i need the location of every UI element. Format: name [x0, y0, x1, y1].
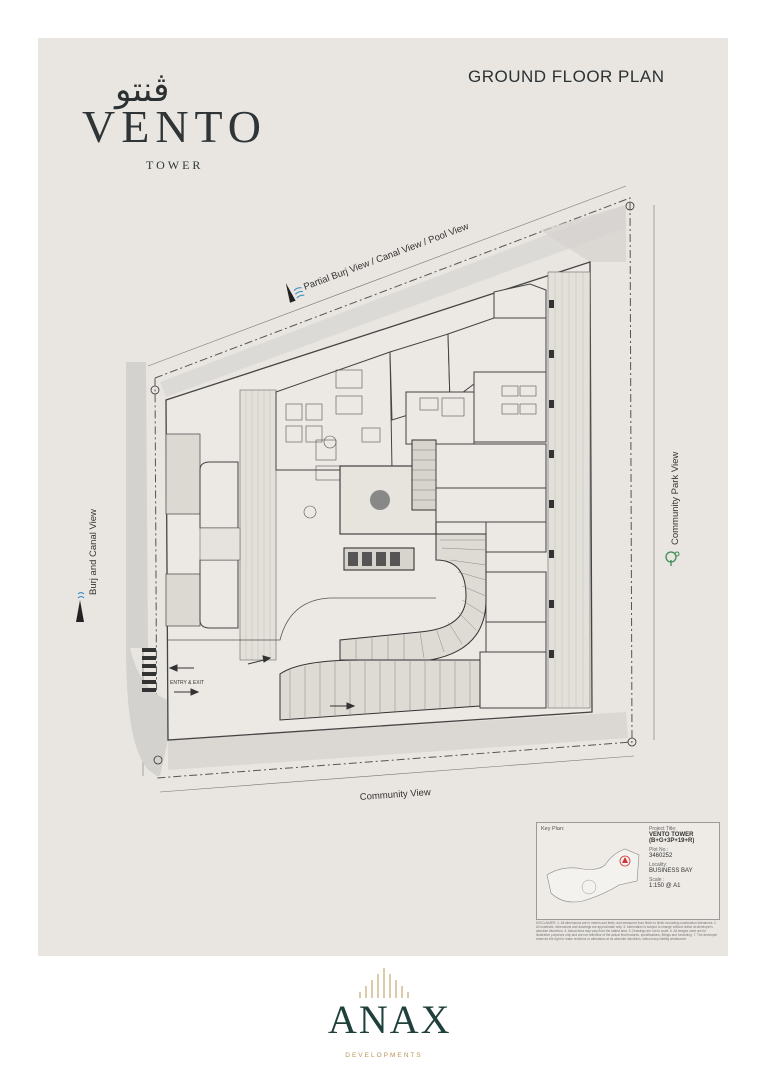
footer-logo-name: ANAX [328, 997, 452, 1042]
lobby-feature [370, 490, 390, 510]
landscape-southwest [126, 648, 168, 776]
service-rooms [405, 391, 475, 445]
locality: BUSINESS BAY [649, 868, 693, 874]
retail-east-1 [435, 443, 547, 489]
room-east-5 [485, 621, 547, 653]
project-title-label: Project Title: [649, 826, 677, 832]
landscape-south [168, 712, 628, 770]
project-info-box: Key Plan: Project Title: VENTO TOWER (B+… [536, 822, 720, 920]
arabic-brand-name: ڤنتو [115, 70, 170, 110]
room-east-4 [485, 571, 547, 623]
plot-boundary [154, 197, 633, 779]
tree-icon [665, 551, 680, 566]
north-dimension-line [147, 185, 627, 367]
room-east-6 [479, 651, 547, 709]
scale: 1:150 @ A1 [649, 883, 681, 889]
project-title: VENTO TOWER [649, 832, 694, 838]
disclaimer-text: DISCLAIMER: 1. All dimensions are in met… [536, 921, 718, 941]
burj-icon [285, 282, 305, 303]
brand-name: VENTO [82, 101, 268, 152]
pedestrian-crossing [142, 648, 156, 692]
unit-west-2 [199, 559, 239, 629]
info-column: Project Title: VENTO TOWER (B+G+3P+19+R)… [649, 826, 717, 892]
footer-logo-sub: DEVELOPMENTS [345, 1052, 423, 1059]
gym-room [473, 371, 547, 443]
south-dimension-line [159, 755, 635, 793]
key-plan-label: Key Plan: [541, 826, 565, 832]
project-subtitle: (B+G+3P+19+R) [649, 838, 695, 844]
key-plan-map [546, 848, 640, 903]
unit-west-1 [199, 461, 239, 529]
south-view-label: Community View [359, 787, 431, 803]
tiled-terrace-bottom [165, 573, 201, 627]
entry-exit-label: ENTRY & EXIT [170, 680, 204, 686]
burj-icon [76, 591, 85, 622]
east-view-label: Community Park View [670, 452, 681, 545]
plot-label: Plot No.: [649, 847, 669, 853]
tiled-terrace-top [165, 433, 201, 515]
room-east-3 [485, 521, 547, 553]
landscape-north [160, 205, 625, 397]
scale-label: Scale : [649, 877, 665, 883]
driveway [168, 597, 436, 641]
corridor-west [199, 527, 241, 561]
locality-label: Locality: [649, 862, 668, 868]
parking-ramp [339, 533, 487, 661]
brand-subtitle: TOWER [146, 158, 204, 172]
retail-east-2 [435, 487, 547, 523]
corner-markers [150, 201, 637, 765]
traffic-arrows [168, 655, 356, 710]
west-view-label: Burj and Canal View [88, 509, 99, 595]
landscape-west [126, 362, 148, 648]
plot-number: 3460252 [649, 853, 673, 859]
stair-core [411, 439, 437, 511]
plan-title: GROUND FLOOR PLAN [468, 67, 665, 86]
landscape-northeast [540, 205, 626, 262]
room-north-3 [493, 283, 547, 319]
anax-logo-mark [359, 968, 409, 998]
